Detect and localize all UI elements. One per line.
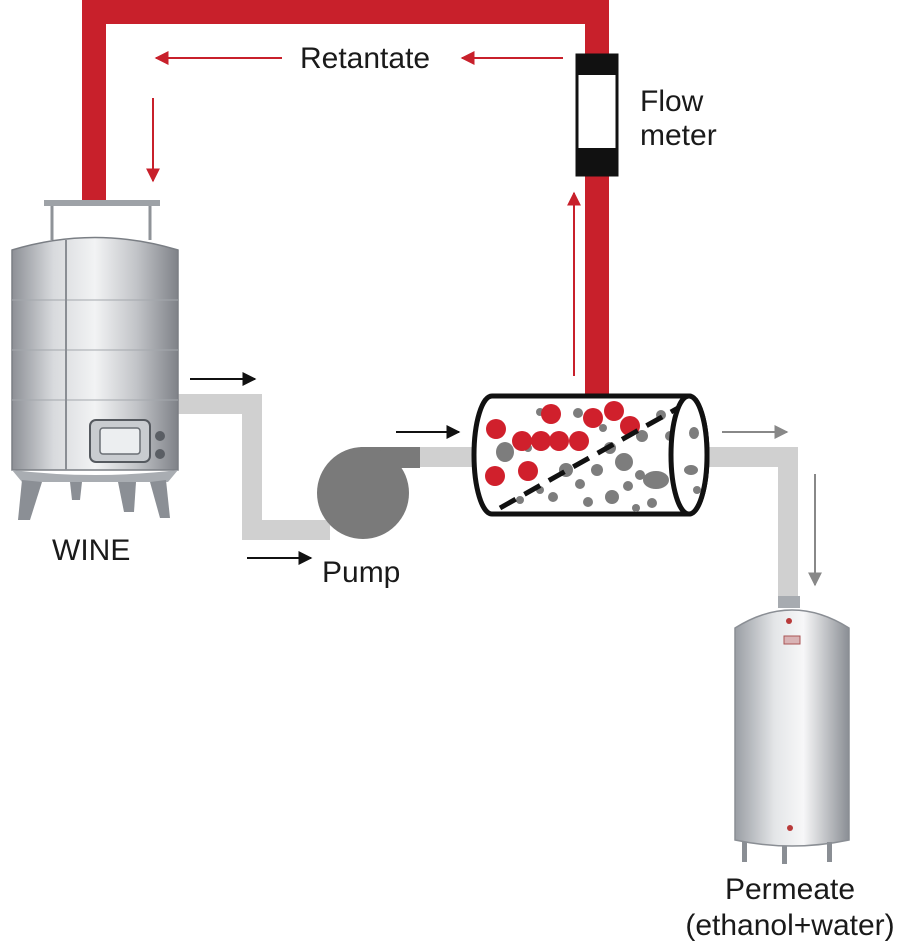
flow-meter-label-line1: Flow — [640, 85, 704, 118]
membrane-line — [498, 405, 680, 511]
wine-label: WINE — [52, 534, 130, 567]
retentate-pipe — [82, 0, 609, 398]
permeate-label-line1: Permeate — [725, 873, 855, 906]
wine-tank-icon — [11, 200, 179, 520]
flow-meter-icon — [575, 53, 619, 177]
pump-icon — [317, 447, 420, 539]
feed-pipe-tank-to-pump — [176, 394, 330, 540]
retentate-label: Retantate — [300, 42, 430, 75]
permeate-tank-icon — [734, 596, 850, 864]
membrane-module-icon — [471, 393, 710, 517]
pump-label: Pump — [322, 556, 400, 589]
permeate-label-line2: (ethanol+water) — [685, 909, 894, 942]
flow-meter-label-line2: meter — [640, 119, 717, 152]
permeate-pipe — [706, 447, 798, 600]
